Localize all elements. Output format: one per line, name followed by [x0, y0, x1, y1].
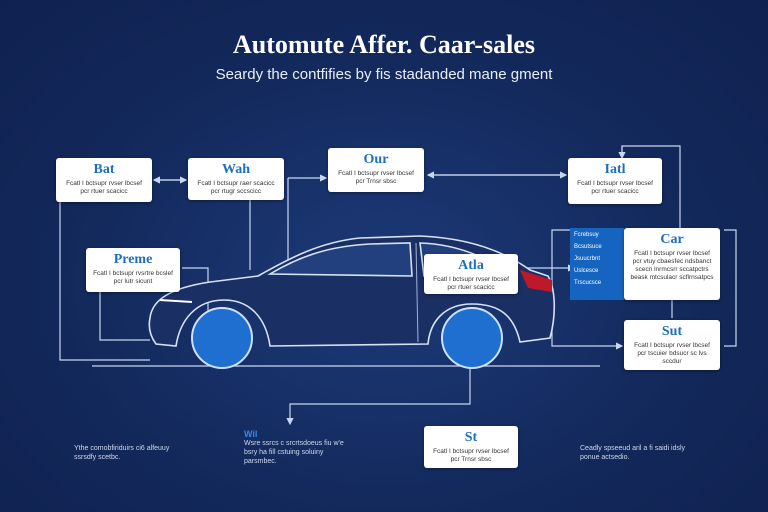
box-our: Our Fcatl I bctsupr rvser lbcsef pcr Trn…: [328, 148, 424, 192]
box-wah-text: Fcatl I bctsupr raer scacicc pcr rtugr s…: [197, 180, 275, 195]
box-st-text: Fcatl I bctsupr rvser lbcsef pcr Trnsr s…: [433, 448, 509, 463]
box-preme-heading: Preme: [113, 252, 153, 267]
side-panel-row: Fcrebsuy: [574, 232, 599, 238]
box-bat-heading: Bat: [93, 162, 115, 177]
caption-mid: Wil Wsre ssrcs c srcrtsdoeus fiu w'e bsr…: [244, 430, 354, 466]
side-panel-row: Uslcesce: [574, 268, 599, 274]
side-panel-row: Trscucsce: [574, 280, 602, 286]
box-atla-text: Fcatl I bctsupr rvser lbcsef pcr rtuer s…: [433, 276, 509, 291]
box-wah: Wah Fcatl I bctsupr raer scacicc pcr rtu…: [188, 158, 284, 200]
box-iatl-text: Fcatl I bctsupr rvser lbcsef pcr rtuer s…: [577, 180, 653, 195]
caption-mid-text: Wsre ssrcs c srcrtsdoeus fiu w'e bsry ha…: [244, 440, 344, 465]
box-preme-text: Fcatl I bctsupr rvsrtre bcslef pcr lutr …: [93, 270, 173, 285]
rear-wheel: [441, 307, 503, 369]
caption-left: Ythe comobfiriduirs ci6 alfeuuy ssrsdfy …: [74, 445, 170, 461]
side-panel-row: Bcsutsuce: [574, 244, 602, 250]
box-wah-heading: Wah: [221, 162, 250, 177]
box-car: Car Fcatl I bctsupr rvser lbcsef pcr vtu…: [624, 228, 720, 300]
box-sut-text: Fcatl I bctsupr rvser lbcsef pcr tscuier…: [634, 342, 710, 365]
box-preme: Preme Fcatl I bctsupr rvsrtre bcslef pcr…: [86, 248, 180, 292]
box-atla-heading: Atla: [458, 258, 484, 273]
box-sut: Sut Fcatl I bctsupr rvser lbcsef pcr tsc…: [624, 320, 720, 370]
box-car-heading: Car: [660, 232, 684, 247]
caption-mid-heading: Wil: [244, 429, 258, 439]
box-st-heading: St: [464, 430, 478, 445]
box-atla: Atla Fcatl I bctsupr rvser lbcsef pcr rt…: [424, 254, 518, 294]
page-subtitle: Seardy the contfifies by fis stadanded m…: [215, 66, 553, 83]
box-st: St Fcatl I bctsupr rvser lbcsef pcr Trns…: [424, 426, 518, 468]
box-bat-text: Fcatl I bctsupr rvser lbcsef pcr rtuer s…: [66, 180, 142, 195]
box-sut-heading: Sut: [661, 324, 683, 339]
page-title: Automute Affer. Caar-sales: [232, 30, 536, 59]
box-our-text: Fcatl I bctsupr rvser lbcsef pcr Trnsr s…: [338, 170, 414, 185]
caption-right: Ceadly spseeud aril a fi saidi idsly pon…: [580, 445, 686, 461]
box-bat: Bat Fcatl I bctsupr rvser lbcsef pcr rtu…: [56, 158, 152, 202]
box-iatl: Iatl Fcatl I bctsupr rvser lbcsef pcr rt…: [568, 158, 662, 204]
box-iatl-heading: Iatl: [604, 162, 626, 177]
front-wheel: [191, 307, 253, 369]
side-panel-row: Jsuucrbnt: [574, 256, 601, 262]
box-our-heading: Our: [363, 152, 389, 167]
box-car-text: Fcatl I bctsupr rvser lbcsef pcr vtuy cb…: [630, 250, 714, 281]
side-panel: Fcrebsuy Bcsutsuce Jsuucrbnt Uslcesce Tr…: [570, 228, 624, 300]
